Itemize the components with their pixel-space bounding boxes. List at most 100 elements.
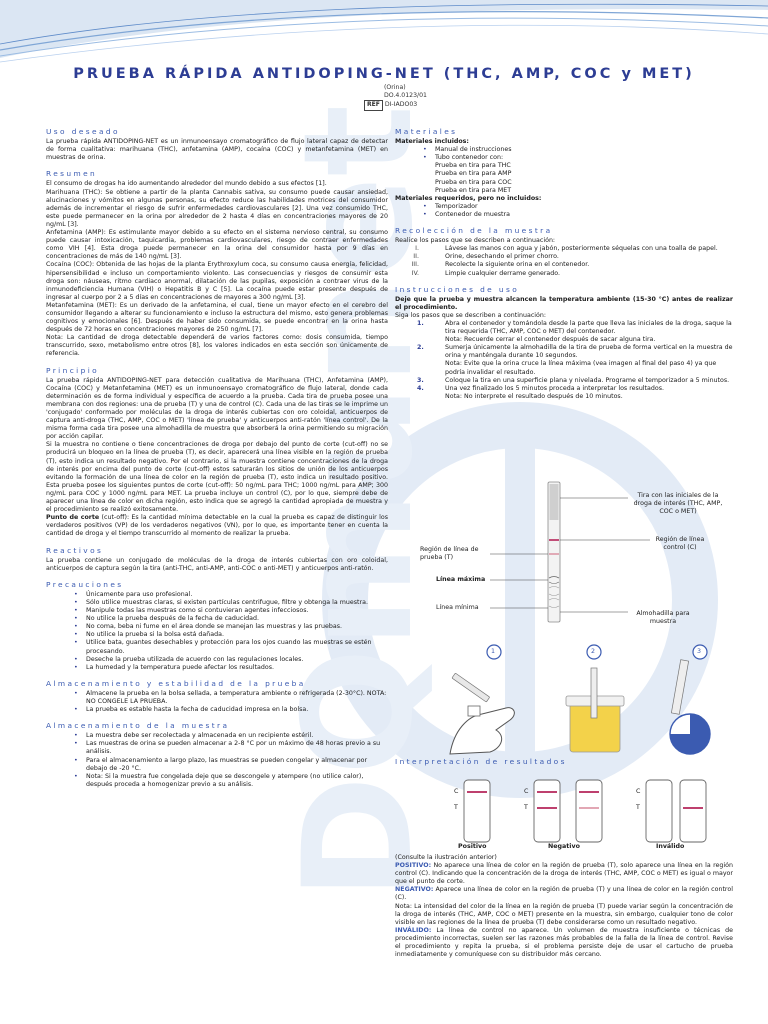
step-number: 2.: [417, 344, 424, 352]
almacen-muestra-list: La muestra debe ser recolectada y almace…: [46, 732, 388, 789]
instrucciones-steps: 1. Abra el contenedor y tomándola desde l…: [395, 320, 733, 401]
resumen-p4: Cocaína (COC): Obtenida de las hojas de …: [46, 261, 388, 301]
list-item: Temporizador: [395, 203, 733, 211]
label-max-line: Línea máxima: [436, 576, 486, 583]
header-swoosh: [0, 0, 768, 63]
step-item: 3. Coloque la tira en una superficie plan…: [395, 377, 733, 385]
item-number: II.: [413, 253, 419, 261]
negative-label: NEGATIVO:: [395, 886, 434, 894]
item-number: IV.: [411, 269, 419, 277]
tube-contents: Prueba en tira para THC Prueba en tira p…: [395, 162, 733, 194]
list-item: II.Orine, desechando el primer chorro.: [395, 253, 733, 261]
list-item: Manual de instrucciones: [395, 146, 733, 154]
label-test-region: Región de línea de prueba (T): [420, 546, 479, 561]
instrucciones-intro: Siga los pasos que se describen a contin…: [395, 311, 546, 319]
list-item: Nota: Si la muestra fue congelada deje q…: [46, 773, 388, 789]
list-item: No utilice la prueba después de la fecha…: [46, 615, 388, 623]
heading-materiales: Materiales: [395, 127, 458, 136]
invalid-desc: INVÁLIDO: La línea de control no aparece…: [395, 927, 733, 959]
c-label: C: [524, 788, 529, 795]
step-text: Coloque la tira en una superficie plana …: [445, 376, 730, 384]
list-item: Tubo contenedor con:: [395, 154, 733, 162]
resumen-p5: Metanfetamina (MET): Es un derivado de l…: [46, 301, 388, 334]
tube-item: Prueba en tira para MET: [435, 186, 512, 194]
item-number: I.: [415, 245, 419, 253]
cutoff-text: (cut-off): Es la cantidad mínima detecta…: [46, 514, 388, 538]
heading-almacen-prueba: Almacenamiento y estabilidad de la prueb…: [46, 678, 306, 688]
result-label-negative: Negativo: [548, 843, 580, 850]
tube-item: Prueba en tira para AMP: [435, 170, 512, 178]
label-sample-pad: Almohadilla para muestra: [636, 610, 690, 625]
precauciones-list: Únicamente para uso profesional. Sólo ut…: [46, 591, 388, 672]
procedure-step-1: 1: [491, 648, 496, 655]
t-label: T: [636, 804, 640, 811]
item-text: Limpie cualquier derrame generado.: [445, 269, 561, 277]
ref-box: REF: [364, 100, 383, 111]
procedure-step-3: 3: [697, 648, 702, 655]
resumen-p2: Marihuana (THC): Se obtiene a partir de …: [46, 188, 388, 228]
label-strip-top: Tira con las iniciales de la droga de in…: [633, 492, 723, 515]
result-label-invalid: Inválido: [656, 843, 685, 850]
t-label: T: [454, 804, 458, 811]
result-cassettes: [463, 779, 707, 843]
materiales-incluidos-list: Manual de instrucciones Tubo contenedor …: [395, 146, 733, 162]
step-text: Abra el contenedor y tomándola desde la …: [445, 319, 732, 336]
list-item: III. Recolecte la siguiente orina en el c…: [395, 261, 733, 269]
almacen-prueba-list: Almacene la prueba en la bolsa sellada, …: [46, 690, 388, 714]
step-note: Nota: No interprete el resultado después…: [445, 392, 623, 400]
principio-cutoff: Punto de corte (cut-off): Es la cantidad…: [46, 514, 388, 538]
strip-illustration: [490, 481, 650, 623]
invalid-label: INVÁLIDO:: [395, 926, 432, 934]
t-label: T: [524, 804, 528, 811]
label-control-region: Región de línea control (C): [655, 536, 705, 551]
item-text: Recolecte la siguiente orina en el conte…: [445, 261, 590, 269]
list-item: Únicamente para uso profesional.: [46, 591, 388, 599]
procedure-step-2: 2: [591, 648, 596, 655]
materiales-requeridos-label: Materiales requeridos, pero no incluidos…: [395, 194, 542, 202]
doc-subtitle: (Orina): [384, 84, 406, 91]
list-item: Para el almacenamiento a largo plazo, la…: [46, 757, 388, 773]
recoleccion-list: I.Lávese las manos con agua y jabón, pos…: [395, 245, 733, 277]
invalid-text: La línea de control no aparece. Un volum…: [395, 926, 733, 959]
doc-code: DO.4.0123/01: [384, 92, 427, 100]
step-note: Nota: Recuerde cerrar el contenedor desp…: [445, 336, 656, 344]
heading-instrucciones: Instrucciones de uso: [395, 284, 520, 294]
step-number: 1.: [417, 319, 424, 327]
result-label-positive: Positivo: [458, 843, 487, 850]
list-item: La prueba es estable hasta la fecha de c…: [46, 706, 388, 714]
heading-interpretacion: Interpretación de resultados: [395, 757, 567, 766]
heading-principio: Principio: [46, 365, 100, 375]
heading-recoleccion: Recolección de la muestra: [395, 226, 553, 236]
c-label: C: [636, 788, 641, 795]
step-item: 2. Sumerja únicamente la almohadilla de l…: [395, 344, 733, 360]
step-number: 4.: [417, 384, 424, 392]
list-item: Utilice bata, guantes desechables y prot…: [46, 639, 388, 655]
positive-text: No aparece una línea de color en la regi…: [395, 862, 733, 886]
materiales-requeridos-list: Temporizador Contenedor de muestra: [395, 203, 733, 219]
list-item: Contenedor de muestra: [395, 211, 733, 219]
instrucciones-warning: Deje que la prueba y muestra alcancen la…: [395, 295, 733, 311]
uso-text: La prueba rápida ANTIDOPING-NET es un in…: [46, 138, 388, 162]
positive-desc: POSITIVO: No aparece una línea de color …: [395, 862, 733, 886]
document-title: PRUEBA RÁPIDA ANTIDOPING-NET (THC, AMP, …: [73, 66, 695, 82]
step-note: Nota: Evite que la orina cruce la línea …: [445, 360, 717, 376]
list-item: I.Lávese las manos con agua y jabón, pos…: [395, 245, 733, 253]
right-column: Materiales Materiales incluidos: Manual …: [395, 127, 733, 401]
principio-p2: Si la muestra no contiene o tiene concen…: [46, 441, 388, 514]
heading-uso: Uso deseado: [46, 127, 120, 136]
list-item: Las muestras de orina se pueden almacena…: [46, 740, 388, 756]
reactivos-text: La prueba contiene un conjugado de moléc…: [46, 556, 388, 572]
list-item: Sólo utilice muestras claras, si existen…: [46, 599, 388, 607]
item-number: III.: [411, 261, 419, 269]
c-label: C: [454, 788, 459, 795]
heading-almacen-muestra: Almacenamiento de la muestra: [46, 721, 230, 731]
step-text: Sumerja únicamente la almohadilla de la …: [445, 344, 733, 360]
resumen-p1: El consumo de drogas ha ido aumentando a…: [46, 180, 327, 188]
tube-item: Prueba en tira para THC: [435, 162, 511, 170]
principio-p1: La prueba rápida ANTIDOPING-NET para det…: [46, 376, 388, 441]
step-number: 3.: [417, 376, 424, 384]
procedure-svg: [449, 644, 711, 755]
negative-desc: NEGATIVO: Aparece una línea de color en …: [395, 886, 733, 902]
list-item: Almacene la prueba en la bolsa sellada, …: [46, 690, 388, 706]
